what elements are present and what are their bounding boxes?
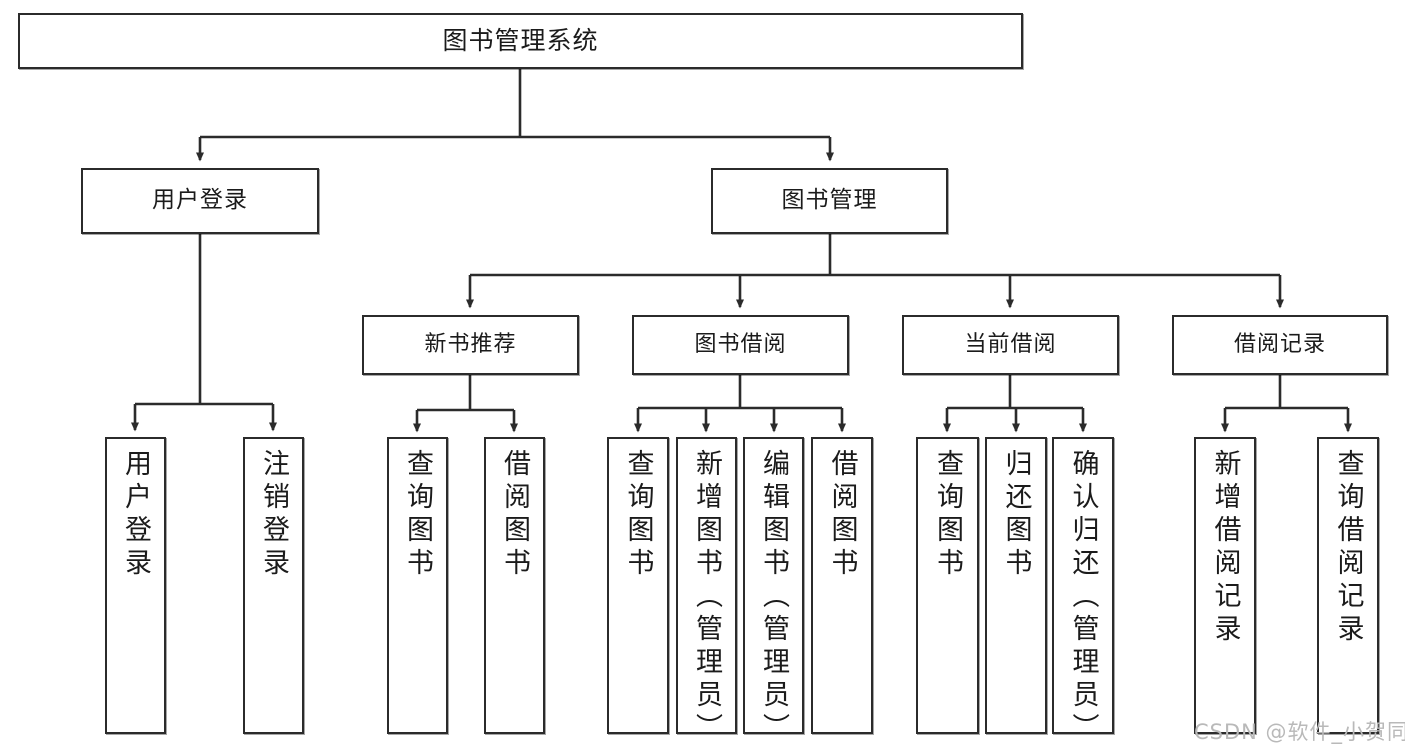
node-label: 查询借阅记录	[1332, 449, 1364, 647]
node-label: 图书管理	[781, 187, 878, 214]
node-leaf-edit-book-admin[interactable]: 编辑图书（管理员）	[743, 437, 804, 746]
node-book-borrow[interactable]: 图书借阅	[632, 315, 849, 375]
node-leaf-borrow-book-bb[interactable]: 借阅图书	[811, 437, 873, 734]
node-borrow-record[interactable]: 借阅记录	[1172, 315, 1388, 375]
node-leaf-query-book-cb[interactable]: 查询图书	[916, 437, 979, 734]
node-user-login[interactable]: 用户登录	[81, 168, 319, 234]
node-label: 查询图书	[402, 449, 433, 581]
node-new-book-recommend[interactable]: 新书推荐	[362, 315, 579, 375]
node-label: 归还图书	[1000, 449, 1032, 581]
node-label: 用户登录	[120, 449, 151, 581]
node-label: 新增图书（管理员）	[691, 449, 722, 746]
node-root-system[interactable]: 图书管理系统	[18, 13, 1023, 69]
node-label: 借阅图书	[826, 449, 858, 581]
node-leaf-borrow-book-nb[interactable]: 借阅图书	[484, 437, 545, 734]
node-current-borrow[interactable]: 当前借阅	[902, 315, 1119, 375]
node-leaf-query-book-nb[interactable]: 查询图书	[387, 437, 448, 734]
csdn-watermark: CSDN @软件_小贺同学	[1194, 720, 1405, 744]
node-label: 图书管理系统	[442, 26, 599, 55]
node-leaf-confirm-return[interactable]: 确认归还（管理员）	[1052, 437, 1114, 746]
node-leaf-add-borrow-record[interactable]: 新增借阅记录	[1194, 437, 1256, 734]
node-label: 借阅图书	[499, 449, 530, 581]
node-leaf-return-book[interactable]: 归还图书	[985, 437, 1047, 734]
node-leaf-add-book-admin[interactable]: 新增图书（管理员）	[676, 437, 737, 746]
node-label: 查询图书	[622, 449, 654, 581]
node-label: 借阅记录	[1233, 331, 1326, 357]
node-label: 图书借阅	[694, 331, 787, 357]
node-leaf-logout-login[interactable]: 注销登录	[243, 437, 304, 734]
node-label: 用户登录	[152, 187, 248, 214]
node-label: 注销登录	[258, 449, 289, 581]
node-leaf-user-login[interactable]: 用户登录	[105, 437, 166, 734]
node-label: 当前借阅	[964, 331, 1057, 357]
node-leaf-query-borrow-record[interactable]: 查询借阅记录	[1317, 437, 1379, 734]
node-book-manage[interactable]: 图书管理	[711, 168, 948, 234]
node-leaf-query-book-bb[interactable]: 查询图书	[607, 437, 669, 734]
node-label: 新书推荐	[424, 331, 517, 357]
node-label: 查询图书	[932, 449, 963, 581]
node-label: 编辑图书（管理员）	[758, 449, 789, 746]
node-label: 新增借阅记录	[1209, 449, 1241, 647]
node-label: 确认归还（管理员）	[1067, 449, 1099, 746]
